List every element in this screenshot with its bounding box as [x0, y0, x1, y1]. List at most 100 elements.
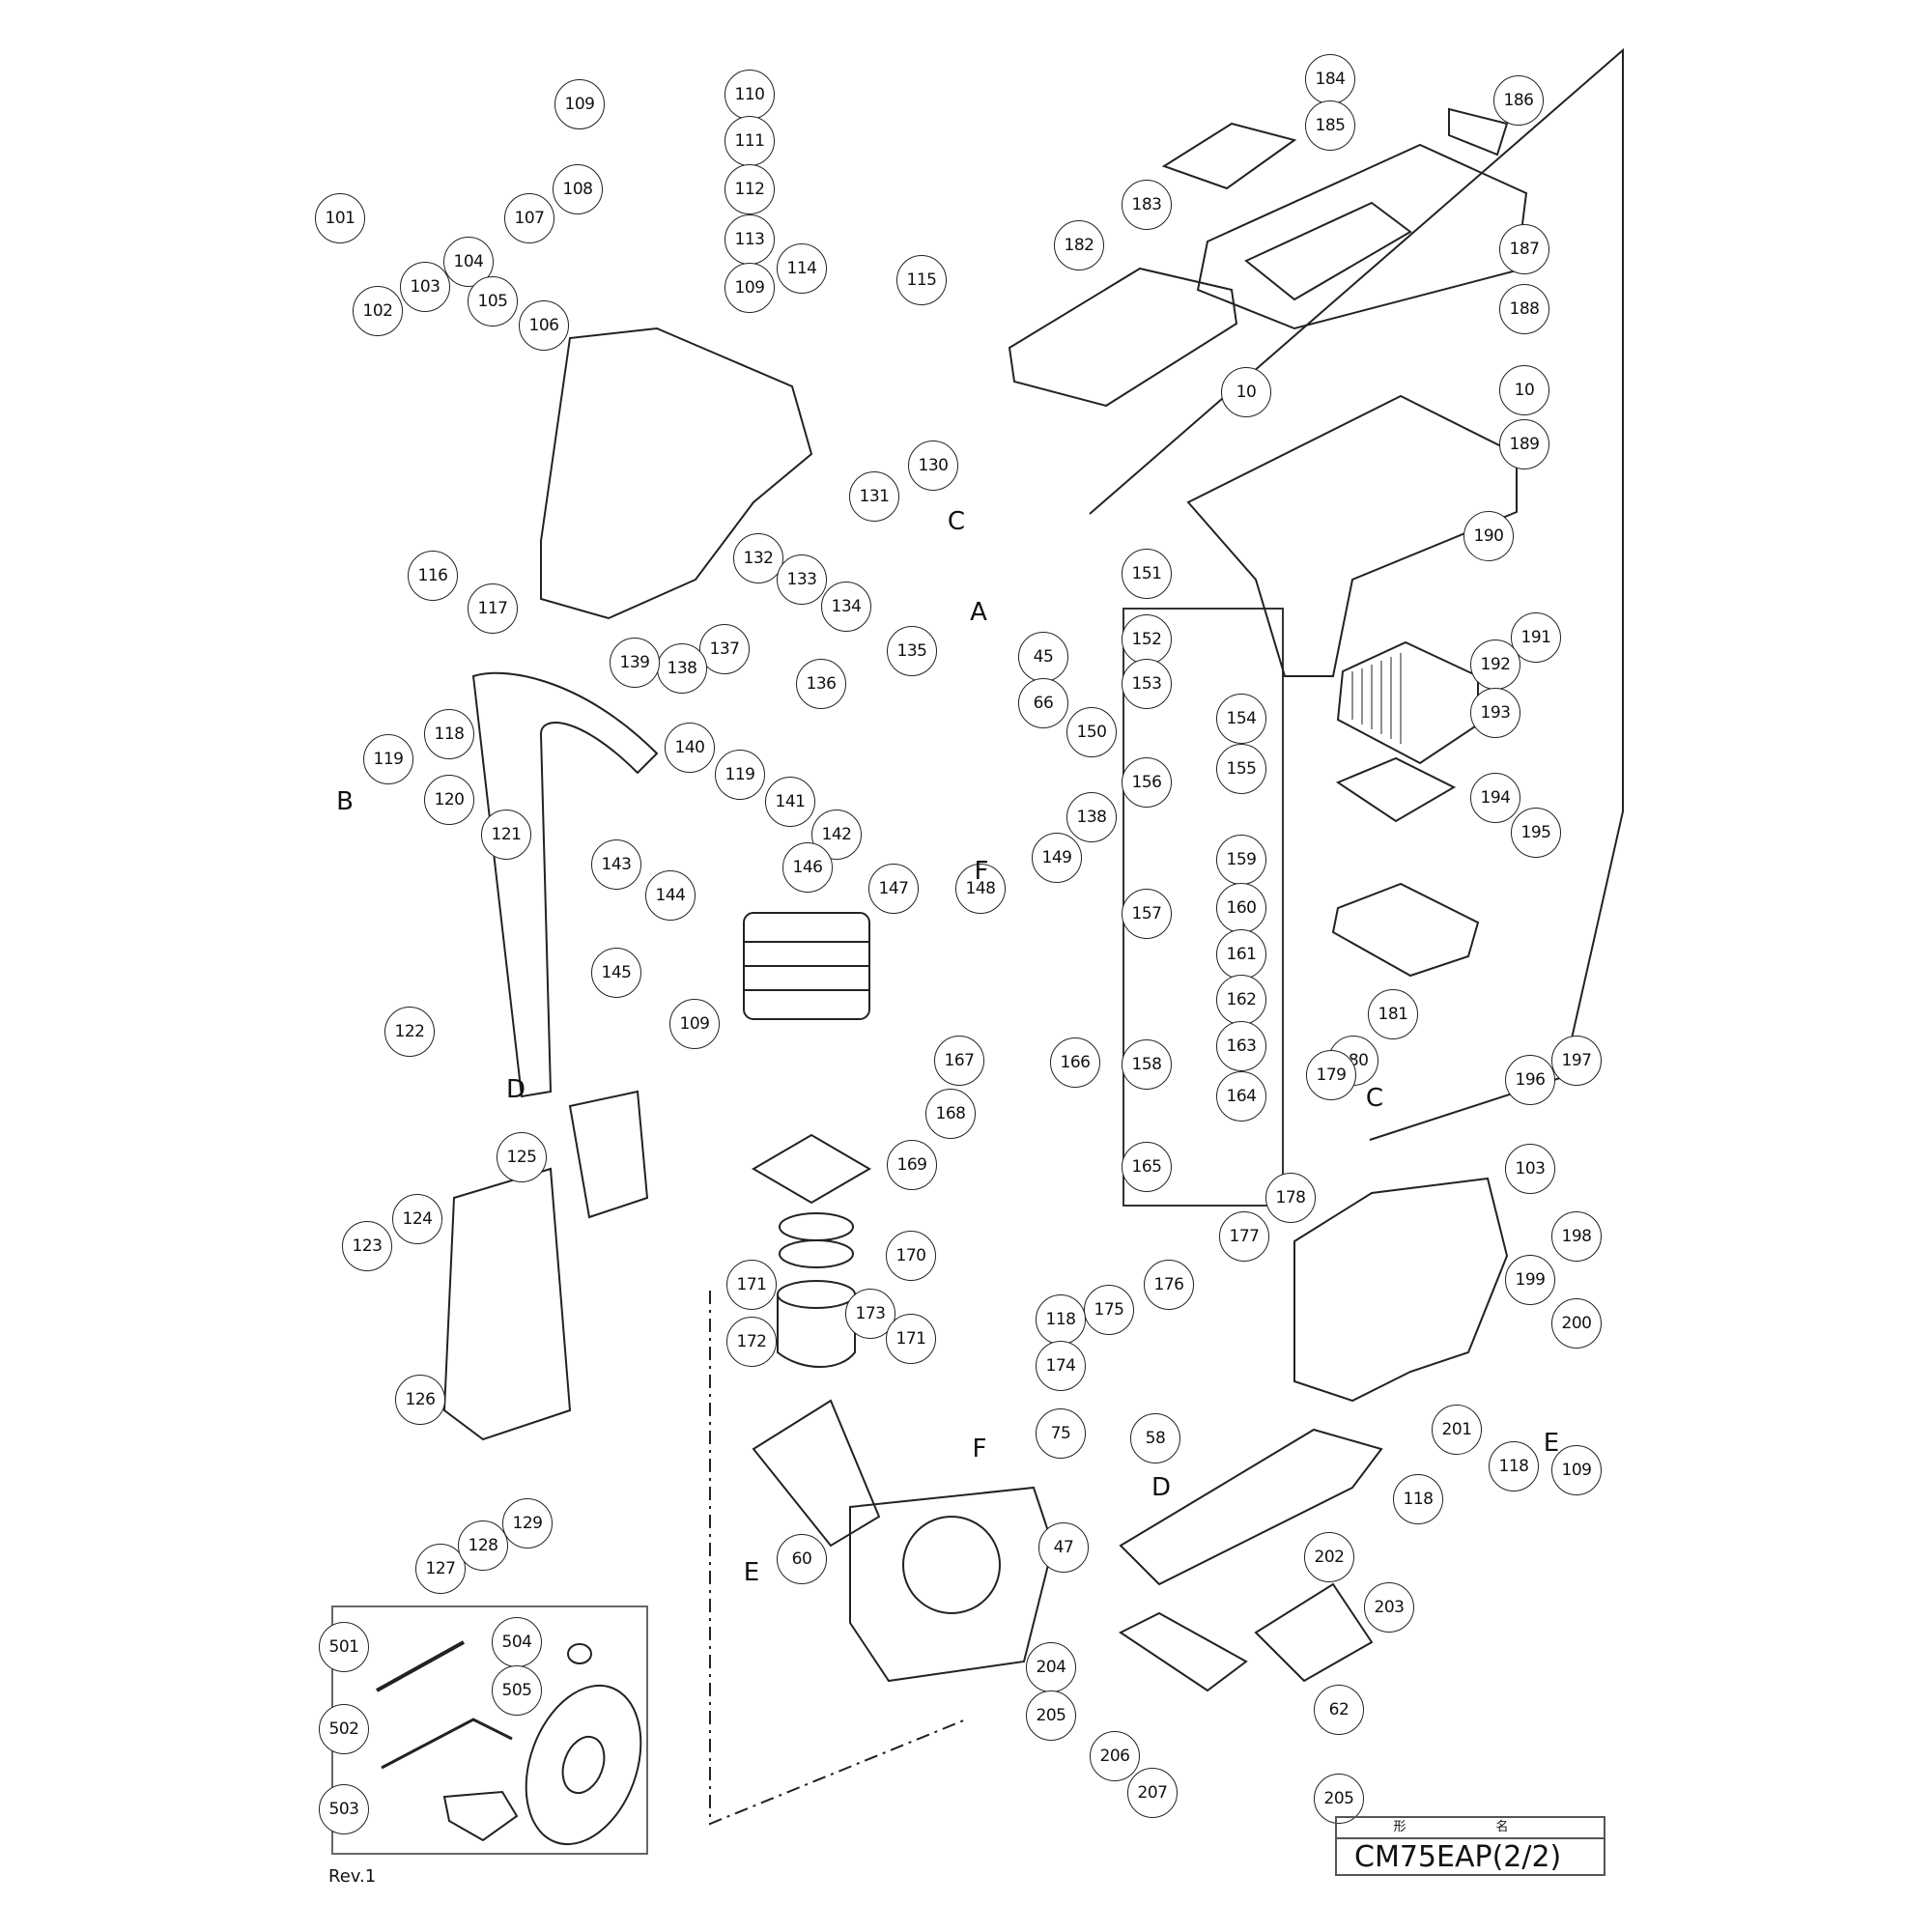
cutting-wheel [525, 1684, 642, 1846]
filter-frame [1335, 756, 1457, 823]
part-callout-192: 192 [1470, 639, 1520, 690]
reference-letter-F: F [974, 857, 989, 886]
part-callout-45: 45 [1018, 632, 1068, 682]
piston-ring [779, 1212, 854, 1241]
part-callout-188: 188 [1499, 284, 1549, 334]
part-callout-110: 110 [724, 70, 775, 120]
part-callout-193: 193 [1470, 688, 1520, 738]
part-callout-113: 113 [724, 214, 775, 265]
part-callout-109: 109 [669, 999, 720, 1049]
part-callout-163: 163 [1216, 1021, 1266, 1071]
part-callout-200: 200 [1551, 1298, 1602, 1349]
part-callout-152: 152 [1122, 614, 1172, 665]
part-callout-164: 164 [1216, 1071, 1266, 1122]
part-callout-148: 148 [955, 864, 1006, 914]
reference-letter-D: D [505, 1075, 526, 1104]
part-callout-207: 207 [1127, 1768, 1178, 1818]
part-callout-184: 184 [1305, 54, 1355, 104]
reference-letter-E: E [743, 1558, 760, 1587]
part-callout-101: 101 [315, 193, 365, 243]
part-callout-134: 134 [821, 582, 871, 632]
part-callout-204: 204 [1026, 1642, 1076, 1692]
safety-goggles [442, 1790, 519, 1842]
crankshaft [752, 1399, 881, 1548]
part-callout-147: 147 [868, 864, 919, 914]
part-callout-127: 127 [415, 1544, 466, 1594]
piston-ring [779, 1239, 854, 1268]
part-callout-202: 202 [1304, 1532, 1354, 1582]
title-block: 形 名 CM75EAP(2/2) [1335, 1816, 1605, 1876]
part-callout-165: 165 [1122, 1142, 1172, 1192]
part-callout-66: 66 [1018, 678, 1068, 728]
part-callout-198: 198 [1551, 1211, 1602, 1262]
part-callout-109: 109 [554, 79, 605, 129]
part-callout-196: 196 [1505, 1055, 1555, 1105]
part-callout-136: 136 [796, 659, 846, 709]
part-callout-106: 106 [519, 300, 569, 351]
reference-letter-B: B [336, 787, 354, 816]
part-callout-138: 138 [1066, 792, 1117, 842]
assembly-boundary-top [1089, 47, 1624, 1141]
assembly-boundary-left [709, 1291, 967, 1826]
part-callout-58: 58 [1130, 1413, 1180, 1463]
part-callout-139: 139 [610, 638, 660, 688]
part-callout-60: 60 [777, 1534, 827, 1584]
part-callout-119: 119 [715, 750, 765, 800]
part-callout-137: 137 [699, 624, 750, 674]
part-callout-120: 120 [424, 775, 474, 825]
part-callout-125: 125 [497, 1132, 547, 1182]
rear-handle-housing [540, 327, 813, 620]
bushing [567, 1643, 592, 1664]
part-callout-197: 197 [1551, 1036, 1602, 1086]
part-callout-172: 172 [726, 1317, 777, 1367]
part-callout-126: 126 [395, 1375, 445, 1425]
part-callout-118: 118 [424, 709, 474, 759]
box-wrench [376, 1640, 465, 1692]
part-callout-122: 122 [384, 1007, 435, 1057]
starter-housing [1293, 1177, 1509, 1403]
part-callout-161: 161 [1216, 929, 1266, 980]
part-callout-171: 171 [886, 1314, 936, 1364]
reference-letter-F: F [972, 1435, 987, 1463]
hex-key [381, 1718, 513, 1770]
part-callout-167: 167 [934, 1036, 984, 1086]
part-callout-140: 140 [665, 723, 715, 773]
part-callout-194: 194 [1470, 773, 1520, 823]
piston [777, 1294, 856, 1368]
part-callout-151: 151 [1122, 549, 1172, 599]
part-callout-62: 62 [1314, 1685, 1364, 1735]
part-callout-160: 160 [1216, 883, 1266, 933]
model-number: CM75EAP(2/2) [1354, 1840, 1562, 1874]
filter-pad [1008, 267, 1238, 408]
part-callout-205: 205 [1314, 1774, 1364, 1824]
part-callout-158: 158 [1122, 1039, 1172, 1090]
part-callout-199: 199 [1505, 1255, 1555, 1305]
revision-label: Rev.1 [328, 1866, 377, 1887]
part-callout-185: 185 [1305, 100, 1355, 151]
part-callout-102: 102 [353, 286, 403, 336]
part-callout-159: 159 [1216, 835, 1266, 885]
part-callout-105: 105 [468, 276, 518, 327]
part-callout-155: 155 [1216, 744, 1266, 794]
part-callout-119: 119 [363, 734, 413, 784]
part-callout-181: 181 [1368, 989, 1418, 1039]
part-callout-157: 157 [1122, 889, 1172, 939]
part-callout-10: 10 [1221, 367, 1271, 417]
part-callout-115: 115 [896, 255, 947, 305]
part-callout-174: 174 [1036, 1341, 1086, 1391]
part-callout-150: 150 [1066, 707, 1117, 757]
part-callout-130: 130 [908, 440, 958, 491]
part-callout-128: 128 [458, 1520, 508, 1571]
part-callout-186: 186 [1493, 75, 1544, 126]
cover-window [1244, 201, 1412, 301]
heat-shield [568, 1090, 649, 1219]
part-callout-203: 203 [1364, 1582, 1414, 1633]
part-callout-143: 143 [591, 839, 641, 890]
part-callout-189: 189 [1499, 419, 1549, 469]
part-callout-169: 169 [887, 1140, 937, 1190]
part-callout-111: 111 [724, 116, 775, 166]
cylinder-gasket [752, 1133, 871, 1205]
part-callout-504: 504 [492, 1617, 542, 1667]
part-callout-114: 114 [777, 243, 827, 294]
